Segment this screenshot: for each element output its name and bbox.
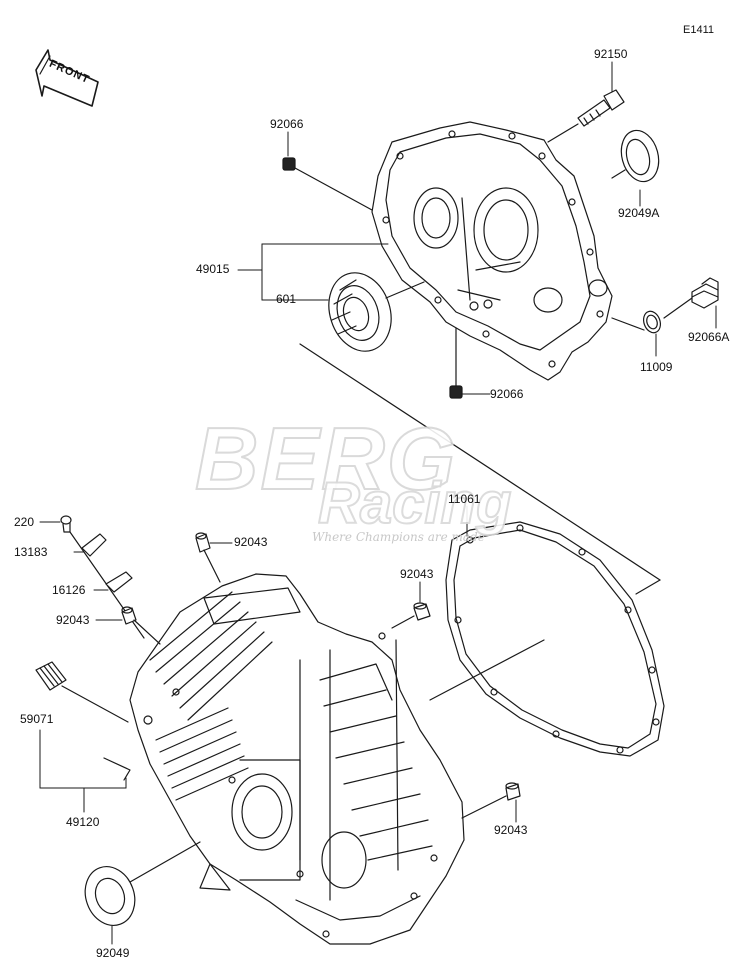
crankcase-49120 (103, 573, 465, 945)
part-number-59071: 59071 (20, 712, 54, 726)
part-number-11061: 11061 (448, 492, 481, 506)
front-arrow-icon (35, 49, 99, 107)
oil-seal-92049 (84, 841, 201, 926)
part-number-220: 220 (14, 515, 35, 529)
part-number-16126: 16126 (52, 583, 86, 597)
ball-bearing-601 (328, 272, 425, 352)
part-number-92043-right: 92043 (494, 823, 528, 837)
part-number-92043-left: 92043 (56, 613, 90, 627)
bolt-92150 (547, 89, 625, 143)
oil-seal-92049a (611, 129, 660, 183)
part-number-92066a: 92066A (688, 330, 730, 344)
part-number-92049: 92049 (96, 946, 130, 960)
alignment-line (299, 343, 661, 581)
part-number-13183: 13183 (14, 545, 48, 559)
oil-plug-92066a (663, 277, 719, 319)
dowel-pin-92043-mid-right (391, 602, 431, 629)
part-number-92066-top: 92066 (270, 117, 304, 131)
watermark-tagline: Where Champions are made (312, 530, 485, 544)
part-number-11009: 11009 (640, 360, 673, 374)
part-number-92150: 92150 (594, 47, 628, 61)
watermark-brand: BERG (194, 408, 458, 509)
watermark-script: Racing (317, 470, 512, 537)
dowel-pin-92066-bottom (449, 327, 463, 399)
part-number-92043-mid-right: 92043 (400, 567, 434, 581)
gasket-11061 (429, 521, 665, 757)
part-number-92049a: 92049A (618, 206, 660, 220)
part-number-601: 601 (276, 292, 297, 306)
dowel-pin-92043-right (461, 782, 521, 819)
dowel-pin-92066-top (282, 157, 373, 211)
dowel-pin-92043-top (195, 532, 221, 583)
dowel-pin-92043-left (121, 606, 161, 645)
part-number-49120: 49120 (66, 815, 100, 829)
diagram-code: E1411 (683, 24, 714, 36)
part-number-49015: 49015 (196, 262, 230, 276)
gasket-11009 (611, 310, 662, 334)
part-number-92066-bottom: 92066 (490, 387, 524, 401)
crankcase-cover-49015 (371, 121, 613, 381)
oil-filter-screen-59071 (35, 661, 129, 723)
alignment-line-2 (635, 579, 661, 595)
breather-plate-16126 (105, 571, 133, 593)
leader-lines (39, 61, 717, 945)
plate-13183 (81, 533, 107, 557)
part-number-92043-top: 92043 (234, 535, 268, 549)
